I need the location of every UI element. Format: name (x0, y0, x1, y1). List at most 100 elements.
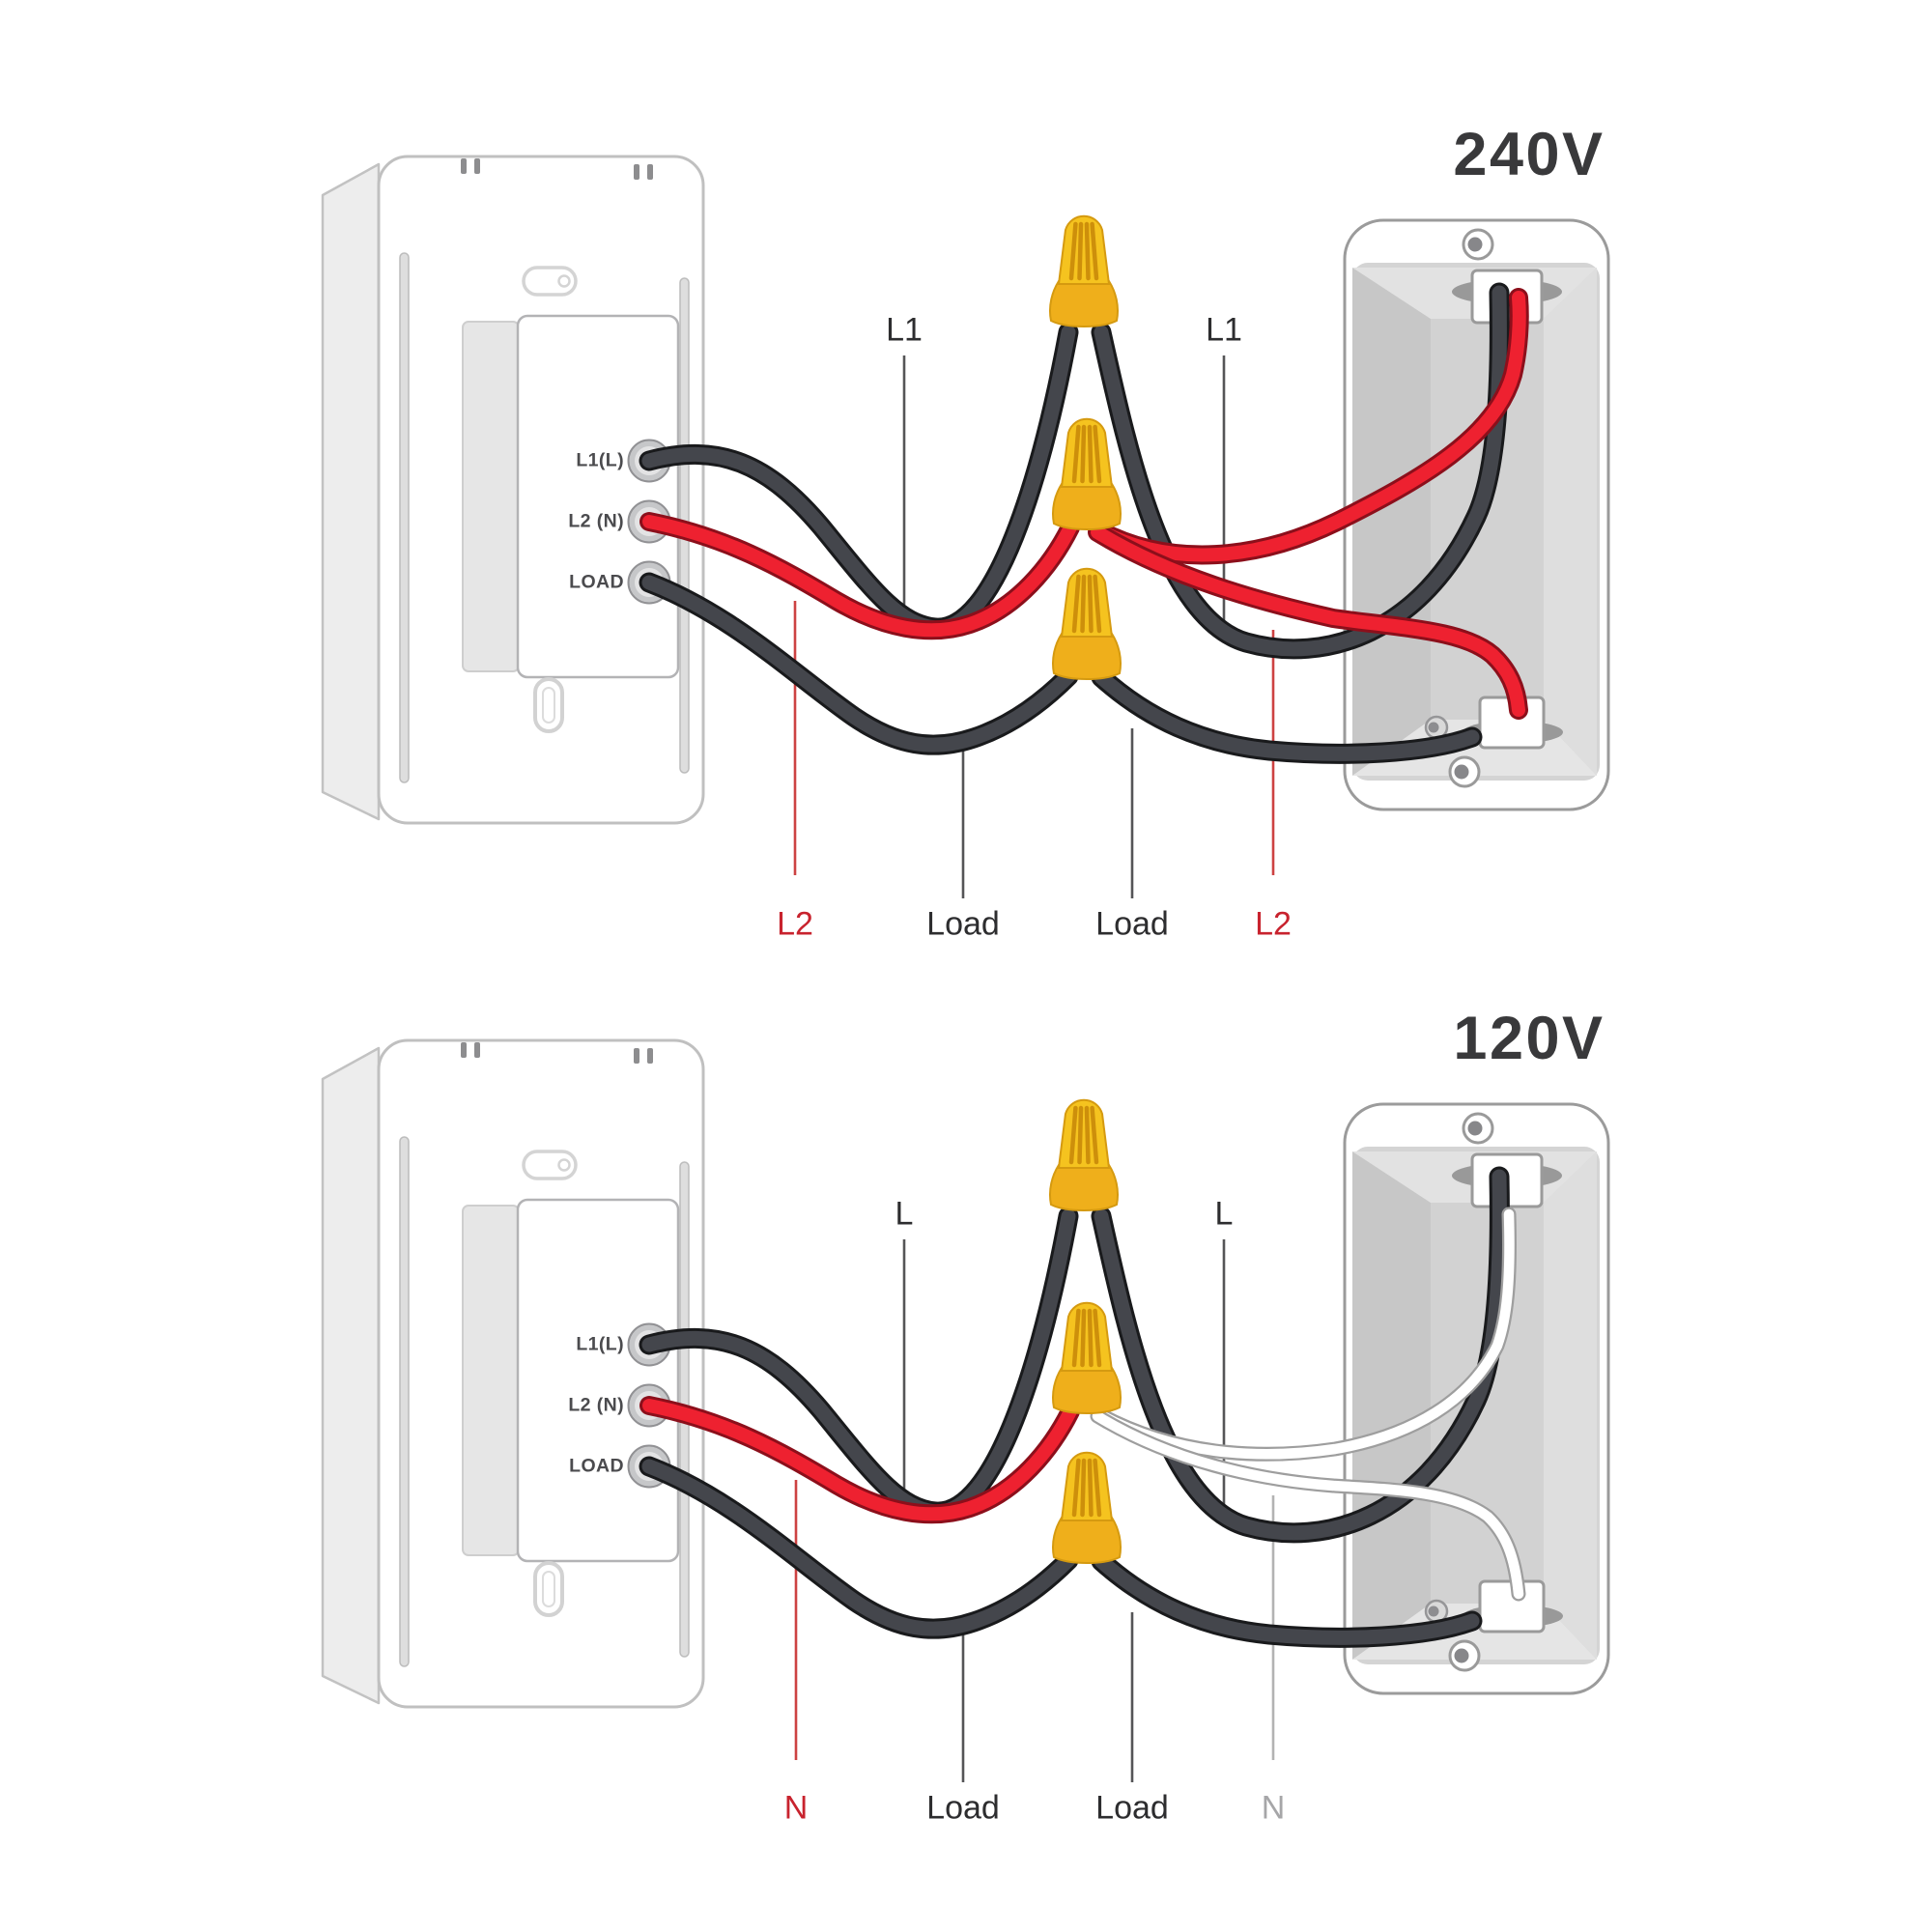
screw-hole-shadow (1467, 237, 1483, 252)
wire-label-load-left-240v: Load (926, 905, 1000, 943)
plate-notch (634, 164, 639, 180)
wire-nut-cone (1057, 214, 1111, 285)
smart-switch-device (321, 1038, 705, 1709)
wall-box (1343, 218, 1610, 811)
wire-line-right-240v (1094, 285, 1507, 657)
wire-nut-skirt (1049, 280, 1119, 327)
wire-nut-rib (1068, 221, 1078, 281)
box-pilot-hole-shadow (1428, 722, 1439, 733)
wire-nut-rib (1071, 1308, 1081, 1368)
wire-label-n-left: N (783, 1789, 809, 1827)
lower-mounting-slot (533, 677, 564, 733)
wire-label-load-left-120v: Load (926, 1789, 1000, 1827)
wire-l2n-device-240v (642, 515, 1077, 638)
wire-nut-cone (1060, 567, 1114, 638)
terminal-label-l2n-120v: L2 (N) (568, 1394, 624, 1416)
screw-hole-shadow (1454, 764, 1469, 780)
wire-nut-rib (1077, 221, 1084, 281)
wire-load-left-240v (641, 575, 1076, 753)
wire-nut-cone (1060, 1301, 1114, 1372)
box-left-wall (1352, 268, 1431, 776)
wire-nut-rib (1071, 424, 1081, 484)
wire-nut (1049, 214, 1119, 327)
device-side-face (321, 162, 381, 821)
plate-notch (647, 164, 653, 180)
wire-label-l2-right: L2 (1255, 905, 1292, 943)
plate-notch (634, 1048, 639, 1064)
wire-neutral-load-120v (1092, 1410, 1524, 1600)
wire-nut-rib (1093, 424, 1102, 484)
plate-slot-left (399, 1136, 410, 1667)
wire-label-load-right-240v: Load (1095, 905, 1169, 943)
wire-load-right-120v (1094, 1553, 1480, 1645)
wire-label-l2-left: L2 (777, 905, 813, 943)
wire-load-left-120v (641, 1459, 1076, 1636)
wire-nut-rib (1080, 1308, 1087, 1368)
device-body-tab (462, 1205, 520, 1556)
wire-nut-rib (1068, 1105, 1078, 1165)
wire-nut-rib (1093, 1308, 1102, 1368)
plate-slot-left (399, 252, 410, 783)
wire-nut-skirt (1052, 633, 1122, 680)
plate-notch (461, 1042, 467, 1058)
wire-nut-rib (1071, 1458, 1081, 1518)
wire-nut-rib (1093, 574, 1102, 634)
terminal-label-l2n-240v: L2 (N) (568, 510, 624, 532)
wire-nut (1052, 417, 1122, 530)
plate-notch (461, 158, 467, 174)
wire-l2-supply-240v (1093, 291, 1526, 562)
wire-nut-rib (1090, 1105, 1099, 1165)
device-body-tab (462, 321, 520, 672)
wire-label-l1-right: L1 (1206, 311, 1242, 349)
wire-nut-rib (1093, 1458, 1102, 1518)
wire-nut-rib (1077, 1105, 1084, 1165)
wire-label-load-right-120v: Load (1095, 1789, 1169, 1827)
wire-load-right-240v (1094, 669, 1480, 761)
diagram-240v (321, 155, 1610, 898)
plate-notch (647, 1048, 653, 1064)
wire-l2-load-240v (1091, 526, 1525, 717)
box-right-wall (1544, 1151, 1597, 1660)
wire-nut (1052, 1301, 1122, 1414)
box-pilot-hole-shadow (1428, 1605, 1439, 1617)
title-120v: 120V (1453, 1005, 1605, 1072)
wire-nut-rib (1084, 221, 1091, 281)
wire-label-l1-left: L1 (886, 311, 923, 349)
wire-neutral-supply-120v (1094, 1208, 1515, 1460)
screw-hole-shadow (1454, 1648, 1469, 1663)
wire-nut-rib (1087, 1308, 1094, 1368)
wire-line-left-120v-casing (639, 1206, 1079, 1522)
box-right-wall (1544, 268, 1597, 776)
wire-nut-rib (1087, 1458, 1094, 1518)
wire-nut-rib (1080, 1458, 1087, 1518)
terminal-panel (516, 314, 680, 679)
terminal-label-l1-240v: L1(L) (576, 449, 624, 471)
plate-notch (474, 1042, 480, 1058)
wire-nut-skirt (1052, 483, 1122, 530)
mounting-slot-detail (557, 274, 571, 288)
lower-mounting-slot-inner (542, 687, 555, 724)
wire-line-left-120v (641, 1208, 1076, 1520)
diagram-120v (321, 1038, 1610, 1782)
wire-nut-rib (1084, 1105, 1091, 1165)
wire-nut-skirt (1052, 1367, 1122, 1414)
wire-nut-cone (1060, 417, 1114, 488)
wire-nut (1052, 567, 1122, 680)
lower-mounting-slot-inner (542, 1571, 555, 1607)
plate-notch (474, 158, 480, 174)
wire-nut (1052, 1451, 1122, 1564)
device-side-face (321, 1046, 381, 1705)
mounting-slot (522, 266, 578, 297)
terminal-label-load-240v: LOAD (569, 571, 624, 593)
wire-nut-rib (1080, 574, 1087, 634)
lower-mounting-slot (533, 1561, 564, 1617)
wire-nut-rib (1090, 221, 1099, 281)
wire-nut-cone (1060, 1451, 1114, 1521)
wire-line-left-240v-casing (639, 322, 1079, 639)
wire-nut-skirt (1049, 1164, 1119, 1211)
wire-nut-rib (1071, 574, 1081, 634)
wire-nut-rib (1087, 424, 1094, 484)
wire-nut-rib (1087, 574, 1094, 634)
